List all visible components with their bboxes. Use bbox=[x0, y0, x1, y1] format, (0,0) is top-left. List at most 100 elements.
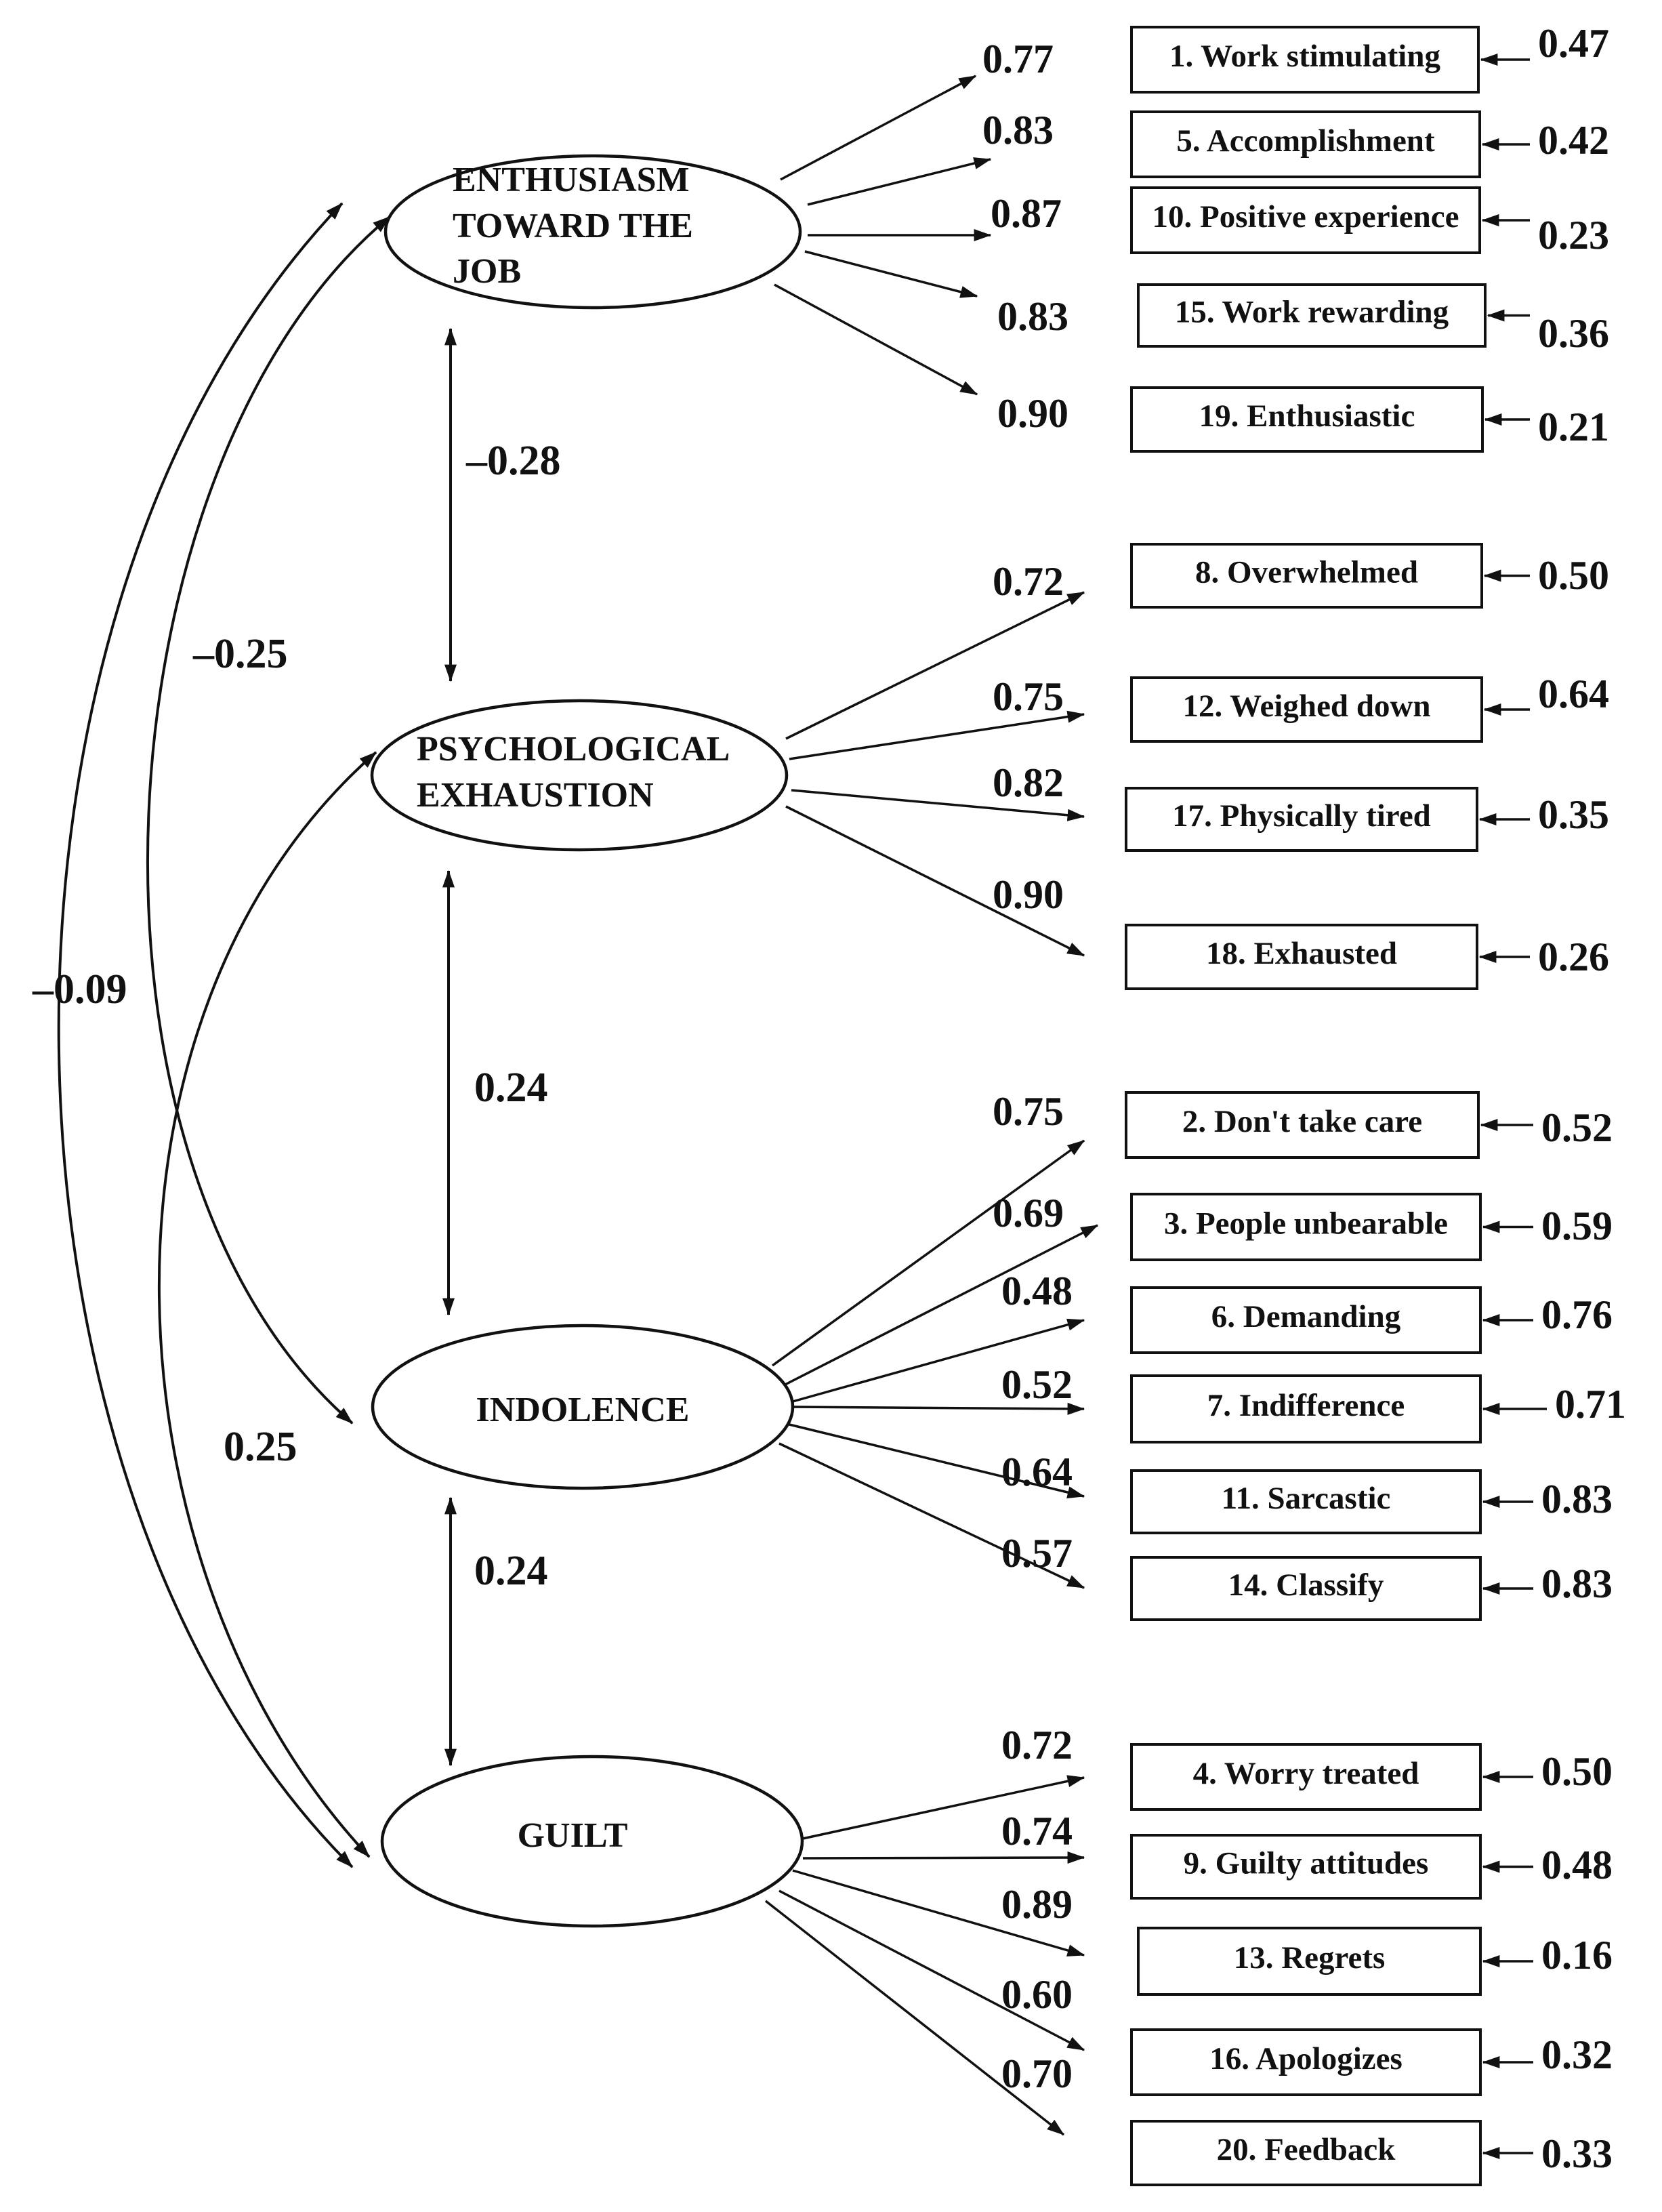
item-box bbox=[1130, 543, 1483, 609]
factor-ellipse-guilt bbox=[380, 1755, 804, 1928]
factor-label-enthusiasm: ENTHUSIASM bbox=[453, 161, 690, 199]
loading-value: 0.90 bbox=[993, 872, 1064, 917]
item-box bbox=[1137, 283, 1487, 348]
error-value: 0.32 bbox=[1541, 2032, 1613, 2077]
factor-label-enthusiasm: TOWARD THE bbox=[453, 207, 693, 245]
loading-value: 0.83 bbox=[997, 294, 1068, 339]
item-label: 8. Overwhelmed bbox=[1195, 555, 1418, 590]
item-box bbox=[1130, 1286, 1482, 1354]
factor-ellipse-exhaustion bbox=[370, 699, 789, 852]
loading-arrow bbox=[778, 1442, 1085, 1589]
correlation-arrow-enthusiasm-guilt bbox=[57, 202, 354, 1868]
loading-arrow bbox=[780, 75, 977, 181]
item-label: 11. Sarcastic bbox=[1222, 1481, 1391, 1516]
item-box bbox=[1137, 1927, 1482, 1996]
error-value: 0.26 bbox=[1538, 935, 1609, 979]
factor-label-guilt: GUILT bbox=[518, 1816, 628, 1855]
correlation-value-exhaustion-indolence: 0.24 bbox=[474, 1065, 548, 1111]
loading-value: 0.57 bbox=[1001, 1531, 1073, 1576]
item-label: 6. Demanding bbox=[1211, 1299, 1401, 1334]
error-value: 0.16 bbox=[1541, 1933, 1613, 1978]
error-value: 0.83 bbox=[1541, 1561, 1613, 1606]
error-value: 0.76 bbox=[1541, 1292, 1613, 1337]
loading-arrow bbox=[792, 1869, 1085, 1957]
item-box bbox=[1130, 1193, 1482, 1261]
loading-value: 0.60 bbox=[1001, 1972, 1073, 2017]
loading-layer: 0.77 0.83 0.87 0.83 0.90 0.72 0.75 0.82 0.90 0.75… bbox=[764, 37, 1099, 2136]
error-value: 0.21 bbox=[1538, 405, 1609, 449]
loading-value: 0.87 bbox=[991, 191, 1062, 236]
error-value: 0.64 bbox=[1538, 672, 1609, 716]
item-box bbox=[1130, 1469, 1482, 1534]
loading-value: 0.90 bbox=[997, 391, 1068, 436]
item-label: 7. Indifference bbox=[1207, 1388, 1405, 1423]
error-value: 0.50 bbox=[1541, 1749, 1613, 1794]
item-label: 4. Worry treated bbox=[1193, 1756, 1419, 1791]
loading-arrow bbox=[789, 1423, 1085, 1498]
error-value: 0.23 bbox=[1538, 213, 1609, 258]
error-value: 0.83 bbox=[1541, 1477, 1613, 1521]
factor-ellipse-enthusiasm bbox=[383, 154, 802, 310]
factor-ellipse-indolence bbox=[371, 1324, 795, 1490]
loading-value: 0.83 bbox=[982, 108, 1054, 152]
error-value: 0.59 bbox=[1541, 1204, 1613, 1248]
item-box bbox=[1125, 924, 1478, 990]
loading-arrow bbox=[774, 283, 978, 396]
item-box bbox=[1130, 1834, 1482, 1900]
item-box bbox=[1130, 1374, 1482, 1443]
loading-arrow bbox=[791, 789, 1085, 821]
item-box bbox=[1130, 676, 1483, 743]
loading-value: 0.75 bbox=[993, 674, 1064, 719]
item-box bbox=[1130, 1743, 1482, 1811]
item-label: 13. Regrets bbox=[1234, 1940, 1386, 1975]
item-label: 5. Accomplishment bbox=[1176, 123, 1435, 159]
loading-value: 0.70 bbox=[1001, 2051, 1073, 2096]
correlation-layer: –0.28 0.24 0.24 –0.25 0.25 –0.09 bbox=[32, 202, 561, 1868]
loading-value: 0.64 bbox=[1001, 1450, 1073, 1494]
item-box bbox=[1130, 386, 1484, 453]
loading-value: 0.74 bbox=[1001, 1809, 1073, 1853]
factor-label-exhaustion: EXHAUSTION bbox=[417, 776, 654, 815]
loading-value: 0.72 bbox=[1001, 1723, 1073, 1767]
loading-arrow bbox=[787, 1318, 1085, 1404]
loading-value: 0.52 bbox=[1001, 1362, 1073, 1407]
item-box bbox=[1125, 787, 1478, 852]
item-label: 1. Work stimulating bbox=[1169, 39, 1441, 74]
correlation-value-enthusiasm-exhaustion: –0.28 bbox=[465, 438, 561, 484]
loading-arrow bbox=[802, 1775, 1085, 1840]
error-value: 0.50 bbox=[1538, 553, 1609, 598]
correlation-value-indolence-guilt: 0.24 bbox=[474, 1548, 548, 1594]
item-label: 3. People unbearable bbox=[1164, 1206, 1448, 1242]
item-box bbox=[1130, 1556, 1482, 1621]
correlation-value-enthusiasm-guilt: –0.09 bbox=[32, 966, 127, 1012]
item-label: 18. Exhausted bbox=[1206, 936, 1397, 971]
loading-arrow bbox=[807, 157, 992, 206]
factor-label-indolence: INDOLENCE bbox=[476, 1391, 690, 1429]
item-box bbox=[1130, 2028, 1482, 2096]
loading-arrow bbox=[785, 805, 1085, 957]
loading-arrow bbox=[804, 250, 978, 298]
correlation-value-exhaustion-guilt: 0.25 bbox=[224, 1424, 297, 1470]
item-label: 10. Positive experience bbox=[1152, 199, 1459, 234]
error-value: 0.52 bbox=[1541, 1105, 1613, 1150]
item-label: 12. Weighed down bbox=[1182, 689, 1430, 724]
item-box bbox=[1130, 2120, 1482, 2186]
error-value: 0.48 bbox=[1541, 1843, 1613, 1887]
item-box bbox=[1130, 186, 1481, 254]
item-label: 14. Classify bbox=[1228, 1568, 1384, 1603]
loading-arrow bbox=[785, 591, 1085, 740]
loading-value: 0.77 bbox=[982, 37, 1054, 81]
loading-value: 0.75 bbox=[993, 1089, 1064, 1134]
correlation-value-enthusiasm-indolence: –0.25 bbox=[192, 631, 288, 677]
factor-label-enthusiasm: JOB bbox=[453, 252, 521, 291]
loading-arrow bbox=[771, 1139, 1085, 1367]
item-box bbox=[1130, 26, 1480, 94]
loading-value: 0.48 bbox=[1001, 1269, 1073, 1313]
item-label: 2. Don't take care bbox=[1182, 1104, 1422, 1139]
loading-value: 0.82 bbox=[993, 760, 1064, 805]
item-label: 17. Physically tired bbox=[1172, 798, 1431, 834]
correlation-arrow-enthusiasm-indolence bbox=[146, 216, 391, 1425]
